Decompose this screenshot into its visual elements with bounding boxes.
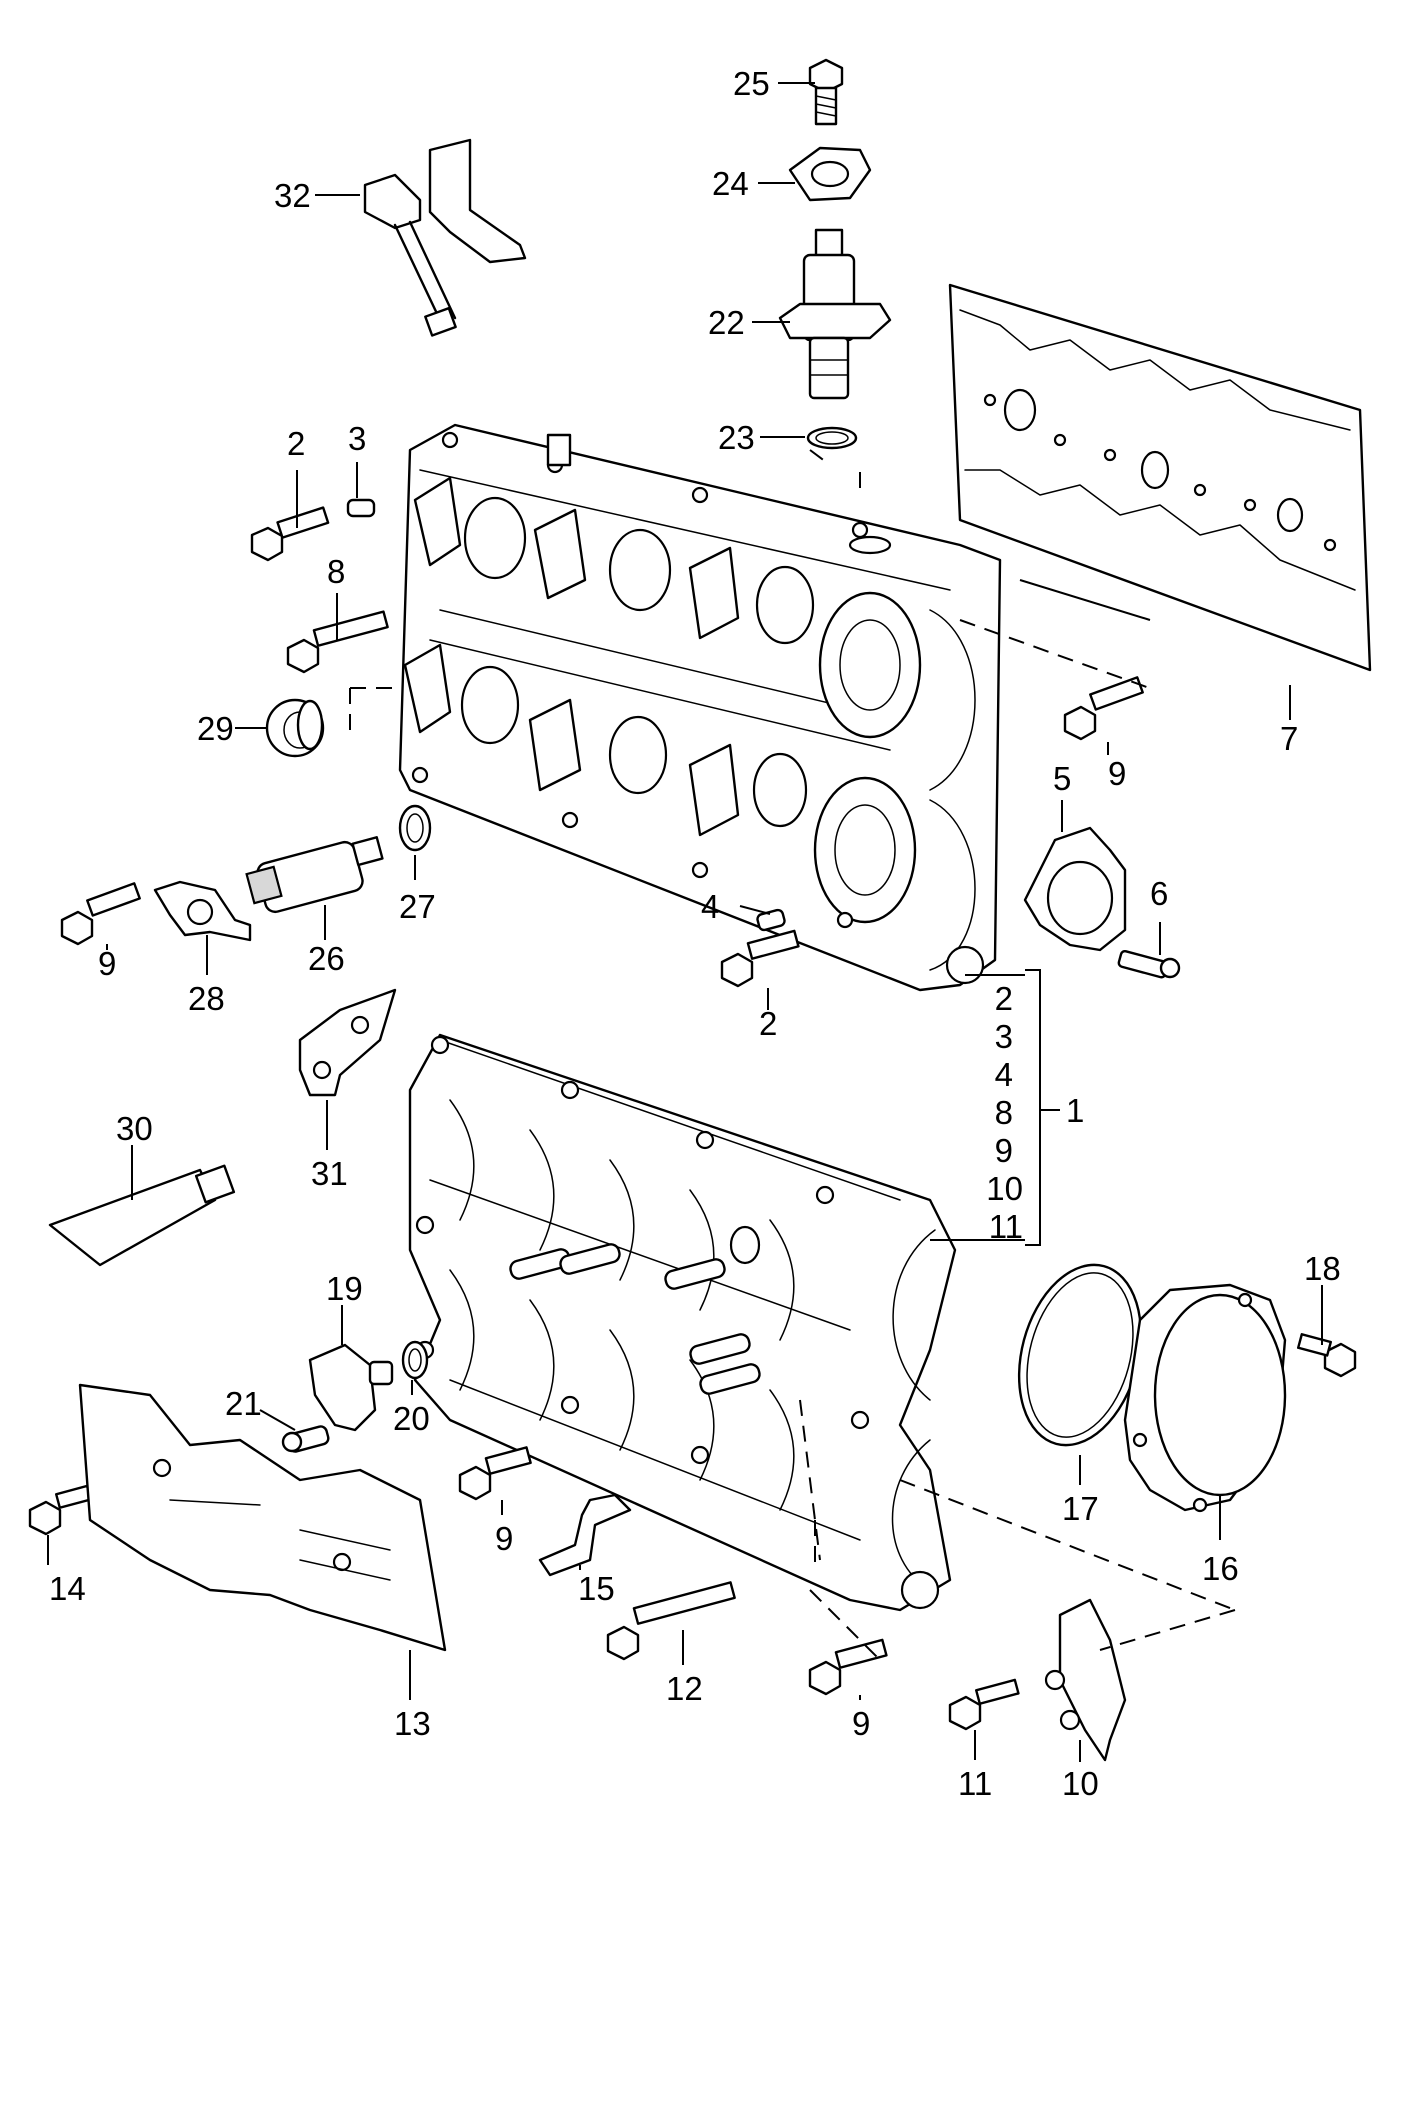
part-30-tube	[48, 1164, 236, 1267]
callout-9-right: 9	[1108, 755, 1126, 792]
part-32-sensor	[363, 138, 527, 337]
callout-15: 15	[578, 1570, 615, 1607]
callout-16: 16	[1202, 1550, 1239, 1587]
part-9-bolt-b	[1063, 676, 1144, 741]
callout-24: 24	[712, 165, 749, 202]
callout-13: 13	[394, 1705, 431, 1742]
callout-8: 8	[327, 553, 345, 590]
callout-28: 28	[188, 980, 225, 1017]
part-3-pin	[346, 498, 376, 518]
callout-labels: 25 24 22 23 32 2 3 8 29 27 26 28 9 9 7 5…	[49, 65, 1341, 1802]
callout-20: 20	[393, 1400, 430, 1437]
part-5-housing	[1023, 826, 1127, 952]
part-23-oring	[806, 426, 858, 450]
callout-32: 32	[274, 177, 311, 214]
callout-21: 21	[225, 1385, 262, 1422]
camshaft-housing-lower	[408, 1033, 957, 1612]
part-29-seal	[265, 698, 325, 758]
part-24-seal	[788, 146, 872, 202]
part-18-bolt	[1296, 1333, 1357, 1378]
part-20-oring	[401, 1340, 429, 1380]
callout-27: 27	[399, 888, 436, 925]
part-26-sensor	[245, 836, 384, 914]
part-7-gasket	[948, 283, 1372, 672]
part-16-cover	[1123, 1283, 1287, 1513]
part-10-chain-guide	[1044, 1598, 1127, 1762]
callout-10: 10	[1062, 1765, 1099, 1802]
callout-9-lower-right: 9	[852, 1705, 870, 1742]
part-13-shield	[78, 1383, 447, 1652]
part-2-bolt	[250, 506, 330, 562]
cylinder-head-upper	[398, 423, 1002, 992]
assembly-list-item: 10	[986, 1170, 1023, 1207]
callout-4: 4	[701, 888, 719, 925]
part-14-bolt	[28, 1484, 92, 1536]
assembly-list-item: 3	[995, 1018, 1013, 1055]
part-21-bolt	[281, 1425, 330, 1453]
callout-26: 26	[308, 940, 345, 977]
callout-7: 7	[1280, 720, 1298, 757]
callout-6: 6	[1150, 875, 1168, 912]
callout-19: 19	[326, 1270, 363, 1307]
callout-29: 29	[197, 710, 234, 747]
callout-31: 31	[311, 1155, 348, 1192]
part-11-bolt	[948, 1678, 1020, 1731]
part-19-sensor	[308, 1343, 394, 1432]
part-6-bolt	[1117, 949, 1181, 979]
part-4-pin	[756, 908, 786, 932]
part-28-gasket	[153, 880, 252, 942]
assembly-list-item: 4	[995, 1056, 1013, 1093]
callout-23: 23	[718, 419, 755, 456]
assembly-list: 2 3 4 8 9 10 11	[986, 980, 1023, 1245]
callout-9-left: 9	[98, 945, 116, 982]
leader-lines	[47, 82, 1323, 1762]
callout-2-center: 2	[759, 1005, 777, 1042]
assembly-list-item: 8	[995, 1094, 1013, 1131]
part-12-bolt	[606, 1581, 736, 1661]
callout-5: 5	[1053, 760, 1071, 797]
part-9-bolt-a	[60, 882, 141, 946]
callout-12: 12	[666, 1670, 703, 1707]
callout-9-lower: 9	[495, 1520, 513, 1557]
callout-11: 11	[958, 1765, 992, 1802]
callout-14: 14	[49, 1570, 86, 1607]
callout-18: 18	[1304, 1250, 1341, 1287]
callout-2-top: 2	[287, 425, 305, 462]
part-15-bracket	[538, 1493, 632, 1577]
callout-22: 22	[708, 304, 745, 341]
part-8-bolt	[286, 610, 389, 674]
callout-17: 17	[1062, 1490, 1099, 1527]
assembly-list-item: 2	[995, 980, 1013, 1017]
assembly-list-item: 11	[989, 1208, 1023, 1245]
part-9-bolt-d	[808, 1638, 888, 1696]
part-27-oring	[398, 804, 432, 852]
assembly-list-item: 9	[995, 1132, 1013, 1169]
part-31-bracket	[298, 988, 397, 1097]
dashed-assembly-lines	[349, 449, 1236, 1661]
callout-3: 3	[348, 420, 366, 457]
part-25-bolt	[808, 58, 844, 126]
callout-1: 1	[1066, 1092, 1084, 1129]
part-9-bolt-c	[458, 1446, 532, 1501]
callout-25: 25	[733, 65, 770, 102]
part-2-bolt-b	[720, 929, 800, 988]
callout-30: 30	[116, 1110, 153, 1147]
part-22-solenoid	[778, 228, 892, 400]
